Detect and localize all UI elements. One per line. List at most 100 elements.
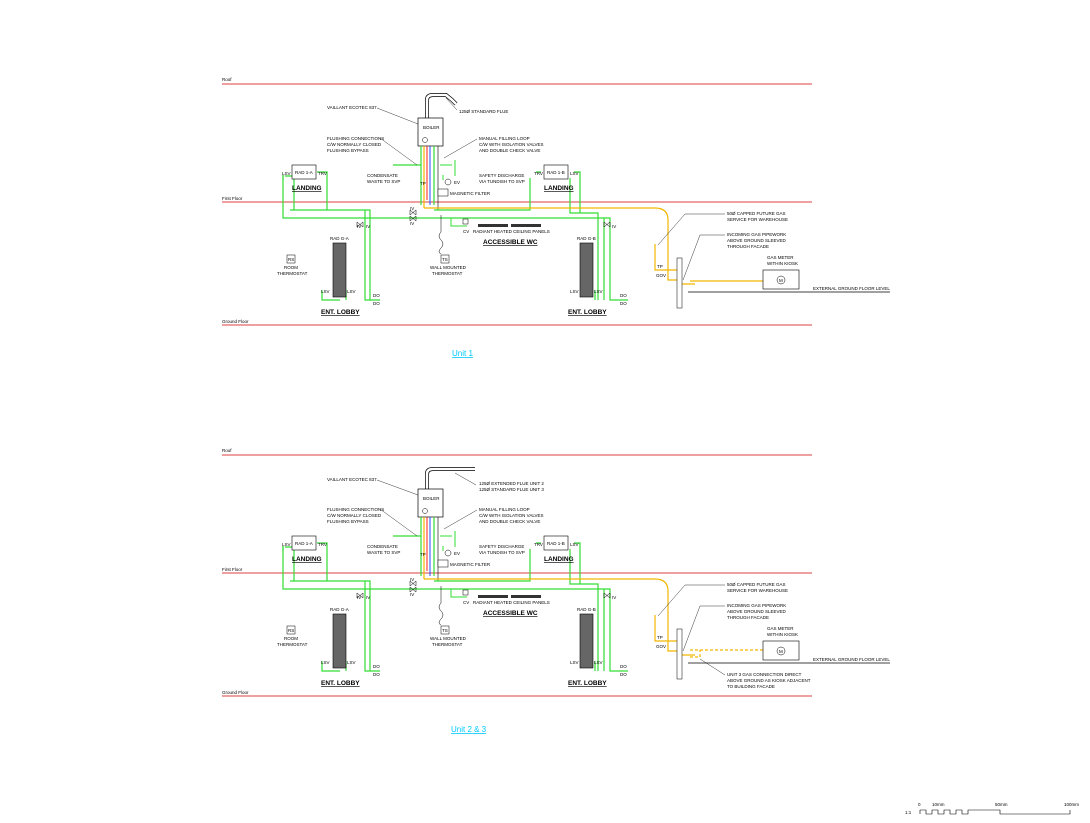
gas-meter-icon xyxy=(776,646,786,656)
gas-pipe xyxy=(424,578,680,652)
gas-meter-kiosk xyxy=(762,640,800,661)
heating-pipe-flow xyxy=(282,164,628,301)
flushing-label: FLUSHING BYPASS xyxy=(327,519,369,524)
lsv-label: LSV xyxy=(347,660,356,665)
drain-off-label: DO xyxy=(373,293,380,298)
room-thermostat-label: ROOM xyxy=(284,636,298,641)
check-valve-icon xyxy=(462,589,469,596)
gas-meter-kiosk xyxy=(762,269,800,290)
ts-label: TS xyxy=(442,628,448,633)
drain-off-label: DO xyxy=(373,672,380,677)
radiator-1b xyxy=(543,164,569,180)
ev-label: EV xyxy=(454,551,460,556)
landing-label: LANDING xyxy=(292,185,322,192)
wall-thermostat-label: THERMOSTAT xyxy=(432,271,463,276)
ext-level-label: EXTERNAL GROUND FLOOR LEVEL xyxy=(813,286,890,291)
scale-tick-label: 10mm xyxy=(932,802,945,807)
wall-thermostat-label: WALL MOUNTED xyxy=(430,265,467,270)
magnetic-filter-label: MAGNETIC FILTER xyxy=(450,562,491,567)
rs-label: RS xyxy=(288,257,294,262)
filling-loop-label: C/W WITH ISOLATION VALVES xyxy=(479,142,544,147)
room-thermostat-icon xyxy=(286,254,296,264)
incoming-gas-label: THROUGH FACADE xyxy=(727,615,769,620)
future-gas-label: SERVICE FOR WAREHOUSE xyxy=(727,217,788,222)
ts-label: TS xyxy=(442,257,448,262)
meter-symbol: M xyxy=(779,649,783,654)
scale-bar: 0 10mm 50mm 100mm 1:1 xyxy=(905,802,1079,815)
radiator-gb xyxy=(579,613,594,669)
future-gas-label: 50Ø CAPPED FUTURE GAS xyxy=(727,211,786,216)
drain-off-label: DO xyxy=(620,664,627,669)
boiler-box xyxy=(417,488,444,518)
gov-label: GOV xyxy=(656,644,666,649)
drain-off-label: DO xyxy=(620,672,627,677)
radiant-panel xyxy=(478,595,508,598)
flue-label: 125Ø STANDARD FLUE UNIT 3 xyxy=(479,487,544,492)
heating-pipe-return xyxy=(290,549,599,672)
incoming-gas-label: INCOMING GAS PIPEWORK xyxy=(727,232,786,237)
flue-label: 125Ø STANDARD FLUE xyxy=(459,109,508,114)
ent-lobby-label: ENT. LOBBY xyxy=(568,680,607,687)
gas-meter-label: GAS METER xyxy=(767,626,794,631)
iv-label: IV xyxy=(410,577,414,582)
radiator-ga-label: RAD G-A xyxy=(330,236,349,241)
radiator-ga xyxy=(332,613,347,669)
unit3-gas-label: TO BUILDING FACADE xyxy=(727,684,775,689)
flushing-label: FLUSHING BYPASS xyxy=(327,148,369,153)
radiator-1a-label: RAD 1-A xyxy=(295,541,313,546)
radiator-1a-label: RAD 1-A xyxy=(295,170,313,175)
iv-label: IV xyxy=(410,206,414,211)
unit-schematic: Roof First Floor Ground Floor 125Ø STAND… xyxy=(222,77,890,358)
flue-label: 125Ø EXTENDED FLUE UNIT 2 xyxy=(479,481,544,486)
radiant-panel xyxy=(511,224,541,227)
filling-loop-label: MANUAL FILLING LOOP xyxy=(479,507,530,512)
trv-label: TRV xyxy=(318,542,327,547)
filling-loop-label: C/W WITH ISOLATION VALVES xyxy=(479,513,544,518)
radiator-1a xyxy=(291,535,317,551)
flue-pipe xyxy=(425,467,475,489)
radiator-gb xyxy=(579,242,594,298)
drain-off-label: DO xyxy=(373,664,380,669)
boiler-control-icon xyxy=(422,137,428,143)
radiator-gb-label: RAD G-B xyxy=(577,236,596,241)
lsv-label: LSV xyxy=(321,660,330,665)
meter-symbol: M xyxy=(779,278,783,283)
radiant-panels-label: RADIANT HEATED CEILING PANELS xyxy=(473,600,550,605)
future-gas-label: SERVICE FOR WAREHOUSE xyxy=(727,588,788,593)
magnetic-filter-icon xyxy=(437,188,449,197)
roof-level-label: Roof xyxy=(222,77,232,82)
scale-tick-label: 50mm xyxy=(995,802,1008,807)
room-thermostat-label: THERMOSTAT xyxy=(277,642,308,647)
unit3-gas-label: UNIT 3 GAS CONNECTION DIRECT xyxy=(727,672,802,677)
safety-discharge-label: VIA TUNDISH TO SVP xyxy=(479,550,525,555)
ev-label: EV xyxy=(454,180,460,185)
condensate-label: WASTE TO SVP xyxy=(367,550,400,555)
lsv-label: LSV xyxy=(570,660,579,665)
filling-loop-label: AND DOUBLE CHECK VALVE xyxy=(479,519,540,524)
flushing-label: FLUSHING CONNECTIONS xyxy=(327,136,384,141)
wall-thermostat-icon xyxy=(440,625,450,635)
lsv-label: LSV xyxy=(282,171,291,176)
future-gas-label: 50Ø CAPPED FUTURE GAS xyxy=(727,582,786,587)
drain-off-label: DO xyxy=(373,301,380,306)
tp-label: TP xyxy=(657,264,663,269)
drain-off-label: DO xyxy=(620,301,627,306)
landing-label: LANDING xyxy=(544,556,574,563)
incoming-gas-label: ABOVE GROUND SLEEVED xyxy=(727,609,787,614)
gas-meter-label: WITHIN KIOSK xyxy=(767,261,798,266)
radiator-1b-label: RAD 1-B xyxy=(547,541,565,546)
ground-floor-level-label: Ground Floor xyxy=(222,690,249,695)
trv-label: TRV xyxy=(318,171,327,176)
cv-label: CV xyxy=(463,229,469,234)
radiator-1b-label: RAD 1-B xyxy=(547,170,565,175)
ent-lobby-label: ENT. LOBBY xyxy=(321,680,360,687)
radiator-1a xyxy=(291,164,317,180)
iv-label: IV xyxy=(612,595,616,600)
unit-title: Unit 1 xyxy=(452,349,473,358)
iv-label: IV xyxy=(357,224,361,229)
iv-label: IV xyxy=(410,221,414,226)
radiant-panel xyxy=(478,224,508,227)
scale-ratio: 1:1 xyxy=(905,810,912,815)
incoming-gas-label: THROUGH FACADE xyxy=(727,244,769,249)
iv-label: IV xyxy=(612,224,616,229)
